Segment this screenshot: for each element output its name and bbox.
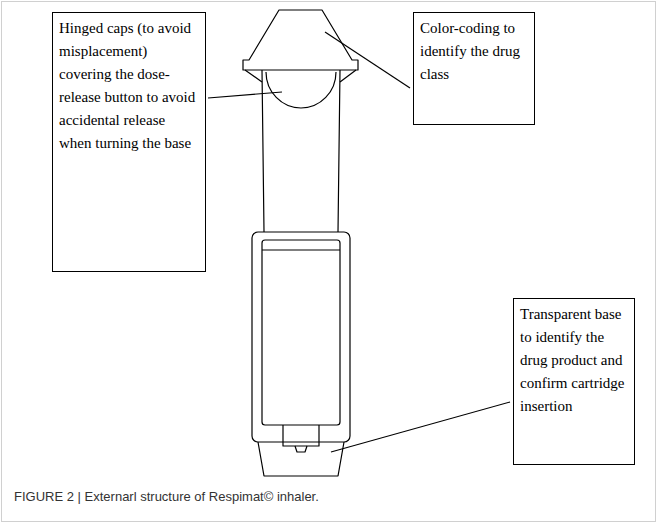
figure-caption: FIGURE 2 | Externarl structure of Respim… [14,488,642,506]
leader-line [325,32,410,88]
transparent-base [252,232,350,442]
base-bottom [258,442,344,476]
dose-release-button [266,72,336,108]
callout-box: Transparent base to identify the drug pr… [513,298,635,465]
callout-text: Hinged caps (to avoid misplacement) cove… [59,17,199,155]
callout-box: Hinged caps (to avoid misplacement) cove… [52,12,206,272]
leader-line [331,402,510,452]
inhaler-body [262,70,340,232]
leader-line [208,92,282,98]
caption-text: FIGURE 2 | Externarl structure of Respim… [14,489,319,504]
callout-text: Color-coding to identify the drug class [420,17,528,86]
hinged-cap [243,10,358,70]
callout-text: Transparent base to identify the drug pr… [520,303,628,418]
callout-box: Color-coding to identify the drug class [413,12,535,125]
base-window [283,425,319,446]
base-notch [295,446,307,452]
base-band [262,249,340,250]
base-inner [262,240,340,425]
